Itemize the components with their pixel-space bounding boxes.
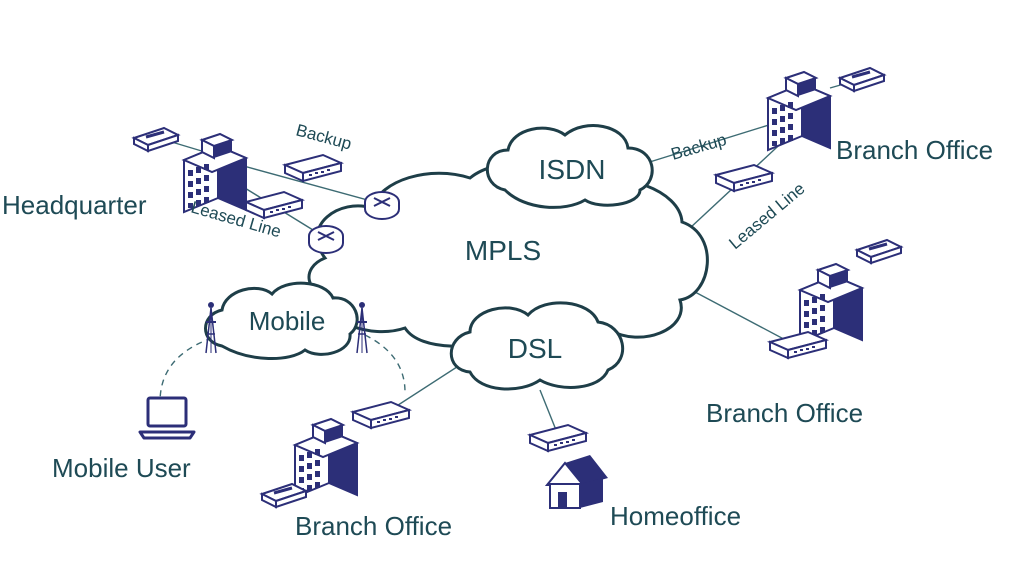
desk-phone-icon — [838, 66, 886, 93]
mpls-cloud — [307, 161, 709, 348]
modem-icon — [284, 154, 342, 182]
hq-backup-label: Backup — [294, 121, 354, 154]
office-building-icon — [799, 263, 863, 343]
branch-backup-label: Backup — [669, 130, 729, 164]
branch-office-top-right-label: Branch Office — [836, 135, 993, 165]
mobile-cloud — [204, 281, 359, 360]
laptop-icon — [138, 396, 196, 440]
desk-phone-icon — [132, 126, 180, 153]
mobile-cloud-label: Mobile — [249, 306, 326, 336]
branch-right-link — [694, 291, 796, 346]
mobile-user-link-right — [364, 334, 406, 393]
router-icon — [364, 191, 400, 220]
branch-office-right-label: Branch Office — [706, 398, 863, 428]
branch-office-bottom-label: Branch Office — [295, 511, 452, 541]
isdn-cloud — [485, 124, 654, 209]
isdn-label: ISDN — [539, 154, 606, 185]
mobile-user-link-left — [159, 337, 213, 421]
desk-phone-icon — [260, 482, 308, 509]
headquarter-label: Headquarter — [2, 190, 147, 220]
modem-icon — [352, 401, 410, 429]
office-building-icon — [767, 71, 831, 151]
dsl-cloud — [449, 301, 625, 391]
house-icon — [544, 455, 608, 509]
mobile-user-label: Mobile User — [52, 453, 191, 483]
office-building-icon — [294, 418, 358, 498]
modem-icon — [529, 424, 587, 452]
dsl-label: DSL — [508, 333, 562, 364]
modem-icon — [715, 164, 773, 192]
hq-backup-link — [239, 164, 383, 205]
router-icon — [308, 225, 344, 254]
mpls-label: MPLS — [465, 235, 541, 266]
branch-backup-link — [639, 119, 786, 166]
desk-phone-icon — [855, 238, 903, 265]
homeoffice-label: Homeoffice — [610, 501, 741, 531]
